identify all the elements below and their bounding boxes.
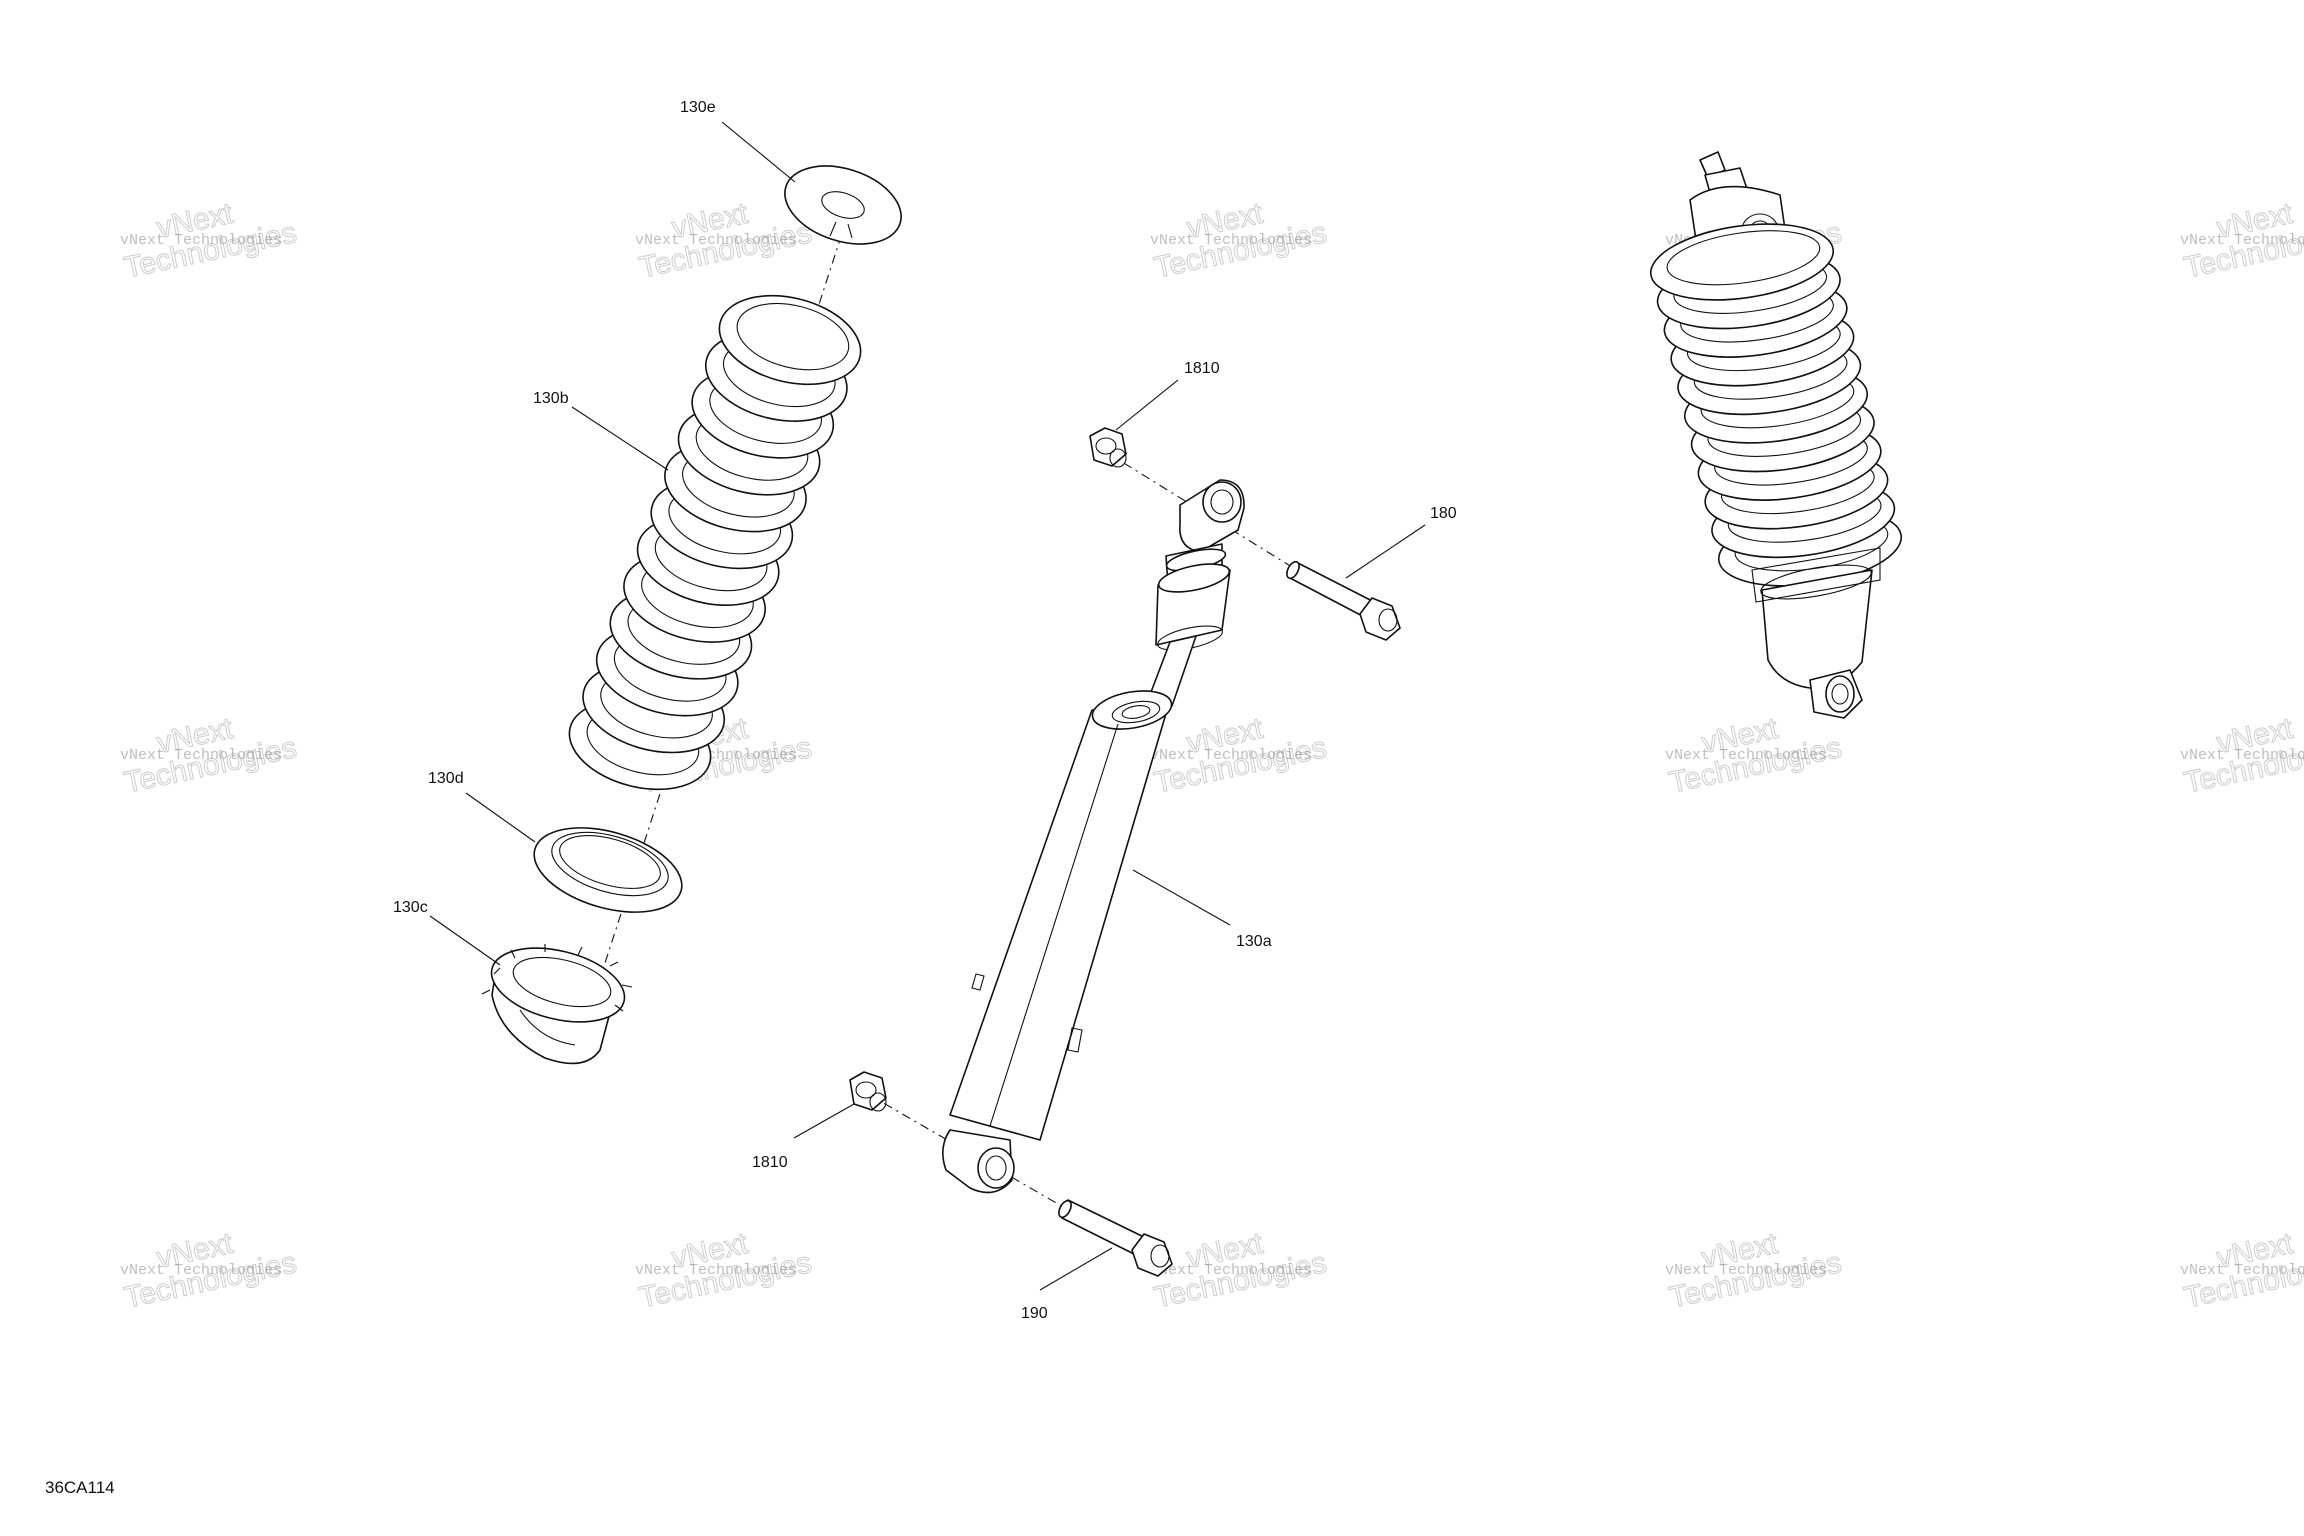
- spring-washer-part: [533, 827, 683, 913]
- watermark: vNext Technologies vNext Technologies: [635, 1226, 815, 1315]
- lower-mount-axis: [865, 1092, 1066, 1209]
- shock-absorber-part: [942, 479, 1245, 1194]
- callout-180: 180: [1430, 505, 1457, 522]
- callout-130b: 130b: [533, 390, 569, 407]
- svg-text:vNext Technologies: vNext Technologies: [635, 1262, 797, 1279]
- spring-coil: [1649, 223, 1835, 301]
- spring-coil: [718, 294, 862, 386]
- upper-bolt-part: [1286, 560, 1401, 641]
- callout-1810-top: 1810: [1184, 360, 1220, 377]
- watermark: vNext Technologies vNext Technologies: [2180, 196, 2304, 285]
- svg-text:vNext Technologies: vNext Technologies: [2180, 232, 2304, 249]
- spring-coil-inner: [1666, 230, 1821, 286]
- upper-spring-seat-part: [784, 165, 902, 245]
- upper-mount-axis: [1105, 451, 1301, 573]
- lower-flange-nut-part: [849, 1071, 887, 1112]
- lower-bolt-part: [1058, 1199, 1173, 1277]
- svg-text:vNext Technologies: vNext Technologies: [1150, 747, 1312, 764]
- assembled-shock-absorber: [1649, 151, 1903, 719]
- callout-190: 190: [1021, 1305, 1048, 1322]
- watermark: vNext Technologies vNext Technologies: [2180, 711, 2304, 800]
- watermark: vNext Technologies vNext Technologies: [1150, 711, 1330, 800]
- callout-130d: 130d: [428, 770, 464, 787]
- coil-spring-part: [568, 294, 862, 791]
- watermark: vNext Technologies vNext Technologies: [1665, 1226, 1845, 1315]
- callout-130e: 130e: [680, 99, 716, 116]
- upper-flange-nut-part: [1089, 427, 1127, 468]
- svg-text:vNext Technologies: vNext Technologies: [1150, 1262, 1312, 1279]
- svg-text:vNext Technologies: vNext Technologies: [120, 1262, 282, 1279]
- callout-130a: 130a: [1236, 933, 1272, 950]
- svg-text:vNext Technologies: vNext Technologies: [1665, 1262, 1827, 1279]
- callout-130c: 130c: [393, 899, 428, 916]
- watermark: vNext Technologies vNext Technologies: [1150, 196, 1330, 285]
- watermark: vNext Technologies vNext Technologies: [2180, 1226, 2304, 1315]
- spring-coil-inner: [736, 302, 850, 371]
- watermark: vNext Technologies vNext Technologies: [120, 711, 300, 800]
- watermark: vNext Technologies vNext Technologies: [120, 196, 300, 285]
- svg-text:vNext Technologies: vNext Technologies: [635, 232, 797, 249]
- svg-text:vNext Technologies: vNext Technologies: [1665, 747, 1827, 764]
- watermark: vNext Technologies vNext Technologies: [120, 1226, 300, 1315]
- svg-text:vNext Technologies: vNext Technologies: [1150, 232, 1312, 249]
- watermark: vNext Technologies vNext Technologies: [1665, 711, 1845, 800]
- svg-text:vNext Technologies: vNext Technologies: [2180, 1262, 2304, 1279]
- callout-1810-bottom: 1810: [752, 1154, 788, 1171]
- svg-text:vNext Technologies: vNext Technologies: [120, 747, 282, 764]
- figure-reference-id: 36CA114: [45, 1478, 115, 1497]
- svg-text:vNext Technologies: vNext Technologies: [120, 232, 282, 249]
- watermark-layer: vNext Technologies vNext Technologies vN…: [120, 196, 2304, 1315]
- svg-text:vNext Technologies: vNext Technologies: [2180, 747, 2304, 764]
- lower-spring-retainer-part: [481, 944, 633, 1065]
- leader-lines: [429, 121, 1426, 1291]
- assembled-coil-spring: [1649, 223, 1903, 587]
